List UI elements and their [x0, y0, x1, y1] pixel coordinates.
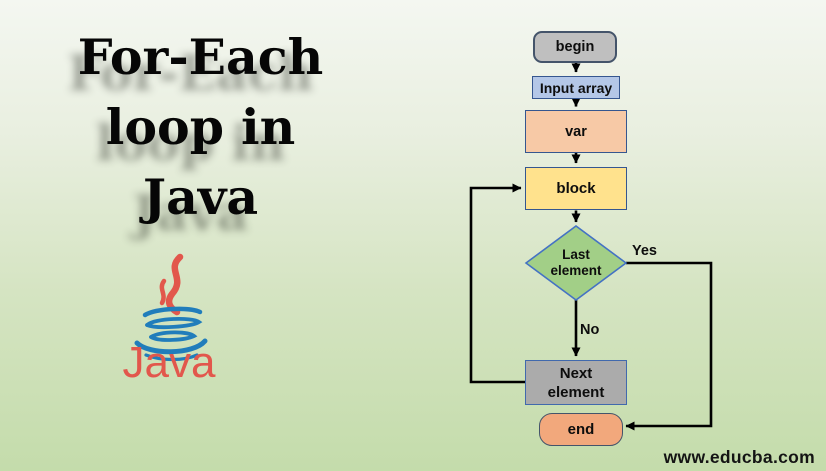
java-logo: Java [123, 253, 216, 383]
arrow-next-loop-to-block [469, 183, 525, 384]
java-cup-icon [134, 306, 208, 362]
node-block-label: block [556, 180, 596, 197]
title-line-2: loop in [105, 98, 296, 156]
node-next-element-label-line2: element [547, 383, 605, 401]
page-title: For-Each loop in Java [28, 22, 373, 232]
flowchart-node-block: block [525, 167, 627, 210]
node-input-array-label: Input array [539, 79, 613, 96]
decision-diamond-shape [524, 225, 628, 301]
flowchart-node-next-element: Next element [525, 360, 627, 405]
node-last-element-label-line2: element [550, 263, 602, 278]
branch-label-no: No [580, 322, 600, 338]
flowchart-node-last-element: Last element [526, 233, 626, 293]
arrow-decision-yes-to-end [625, 261, 713, 431]
title-line-1: For-Each [77, 28, 324, 86]
branch-label-yes: Yes [632, 243, 657, 259]
node-end-label: end [567, 421, 595, 438]
node-begin-label: begin [555, 39, 595, 55]
flowchart-node-begin: begin [533, 31, 617, 63]
node-next-element-label-line1: Next [559, 364, 593, 382]
flowchart-node-input-array: Input array [532, 76, 620, 99]
node-last-element-label-line1: Last [562, 247, 590, 262]
title-line-3: Java [142, 168, 259, 226]
flowchart-node-end: end [539, 413, 623, 446]
java-wordmark: Java [123, 338, 216, 383]
node-var-label: var [565, 123, 587, 140]
website-url: www.educba.com [663, 447, 815, 467]
flowchart-node-var: var [525, 110, 627, 153]
